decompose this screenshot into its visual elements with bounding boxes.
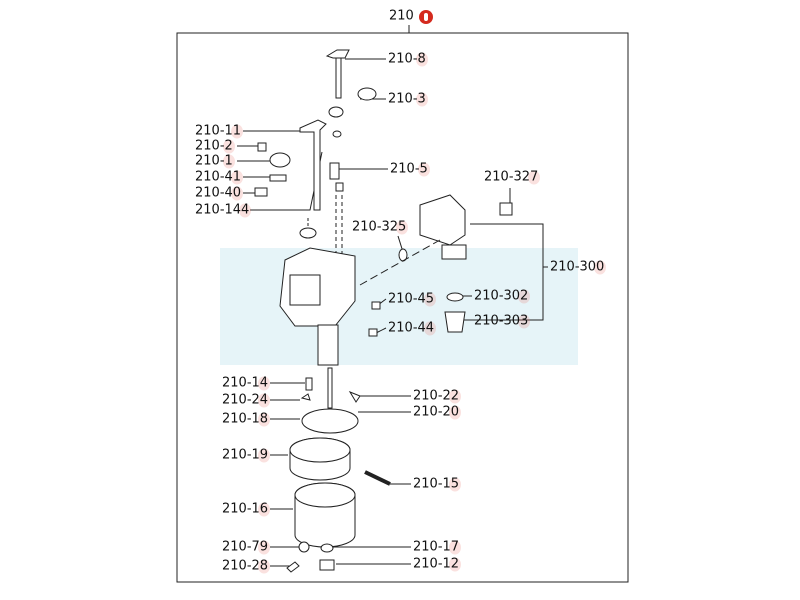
part-label-210-327[interactable]: 210-327 bbox=[484, 169, 541, 185]
part-label-210-300[interactable]: 210-300 bbox=[550, 259, 607, 275]
part-label-210-12[interactable]: 210-12 bbox=[413, 556, 462, 572]
exploded-parts bbox=[254, 49, 513, 573]
part-label-210-15[interactable]: 210-15 bbox=[413, 476, 462, 492]
part-label-210-40[interactable]: 210-40 bbox=[195, 185, 244, 201]
part-label-210-45[interactable]: 210-45 bbox=[388, 291, 437, 307]
part-label-210-3[interactable]: 210-3 bbox=[388, 91, 428, 107]
part-label-210-144[interactable]: 210-144 bbox=[195, 202, 252, 218]
part-label-210-20[interactable]: 210-20 bbox=[413, 404, 462, 420]
part-label-210-303[interactable]: 210-303 bbox=[474, 313, 531, 329]
assembly-marker-icon[interactable] bbox=[419, 10, 433, 24]
part-label-210-1[interactable]: 210-1 bbox=[195, 153, 235, 169]
highlight-band bbox=[220, 248, 578, 365]
part-label-210-24[interactable]: 210-24 bbox=[222, 392, 271, 408]
part-label-210-302[interactable]: 210-302 bbox=[474, 288, 531, 304]
part-label-210-18[interactable]: 210-18 bbox=[222, 411, 271, 427]
assembly-label: 210 bbox=[389, 8, 414, 24]
part-label-210-5[interactable]: 210-5 bbox=[390, 161, 430, 177]
part-label-210-14[interactable]: 210-14 bbox=[222, 375, 271, 391]
part-label-210-2[interactable]: 210-2 bbox=[195, 138, 235, 154]
part-label-210-28[interactable]: 210-28 bbox=[222, 558, 271, 574]
part-label-210-22[interactable]: 210-22 bbox=[413, 388, 462, 404]
part-label-210-44[interactable]: 210-44 bbox=[388, 320, 437, 336]
part-label-210-79[interactable]: 210-79 bbox=[222, 539, 271, 555]
part-label-210-16[interactable]: 210-16 bbox=[222, 501, 271, 517]
diagram-frame bbox=[176, 32, 629, 583]
part-label-210-11[interactable]: 210-11 bbox=[195, 123, 244, 139]
part-label-210-325[interactable]: 210-325 bbox=[352, 219, 409, 235]
part-label-210-41[interactable]: 210-41 bbox=[195, 169, 244, 185]
part-label-210-8[interactable]: 210-8 bbox=[388, 51, 428, 67]
part-label-210-19[interactable]: 210-19 bbox=[222, 447, 271, 463]
part-label-210-17[interactable]: 210-17 bbox=[413, 539, 462, 555]
